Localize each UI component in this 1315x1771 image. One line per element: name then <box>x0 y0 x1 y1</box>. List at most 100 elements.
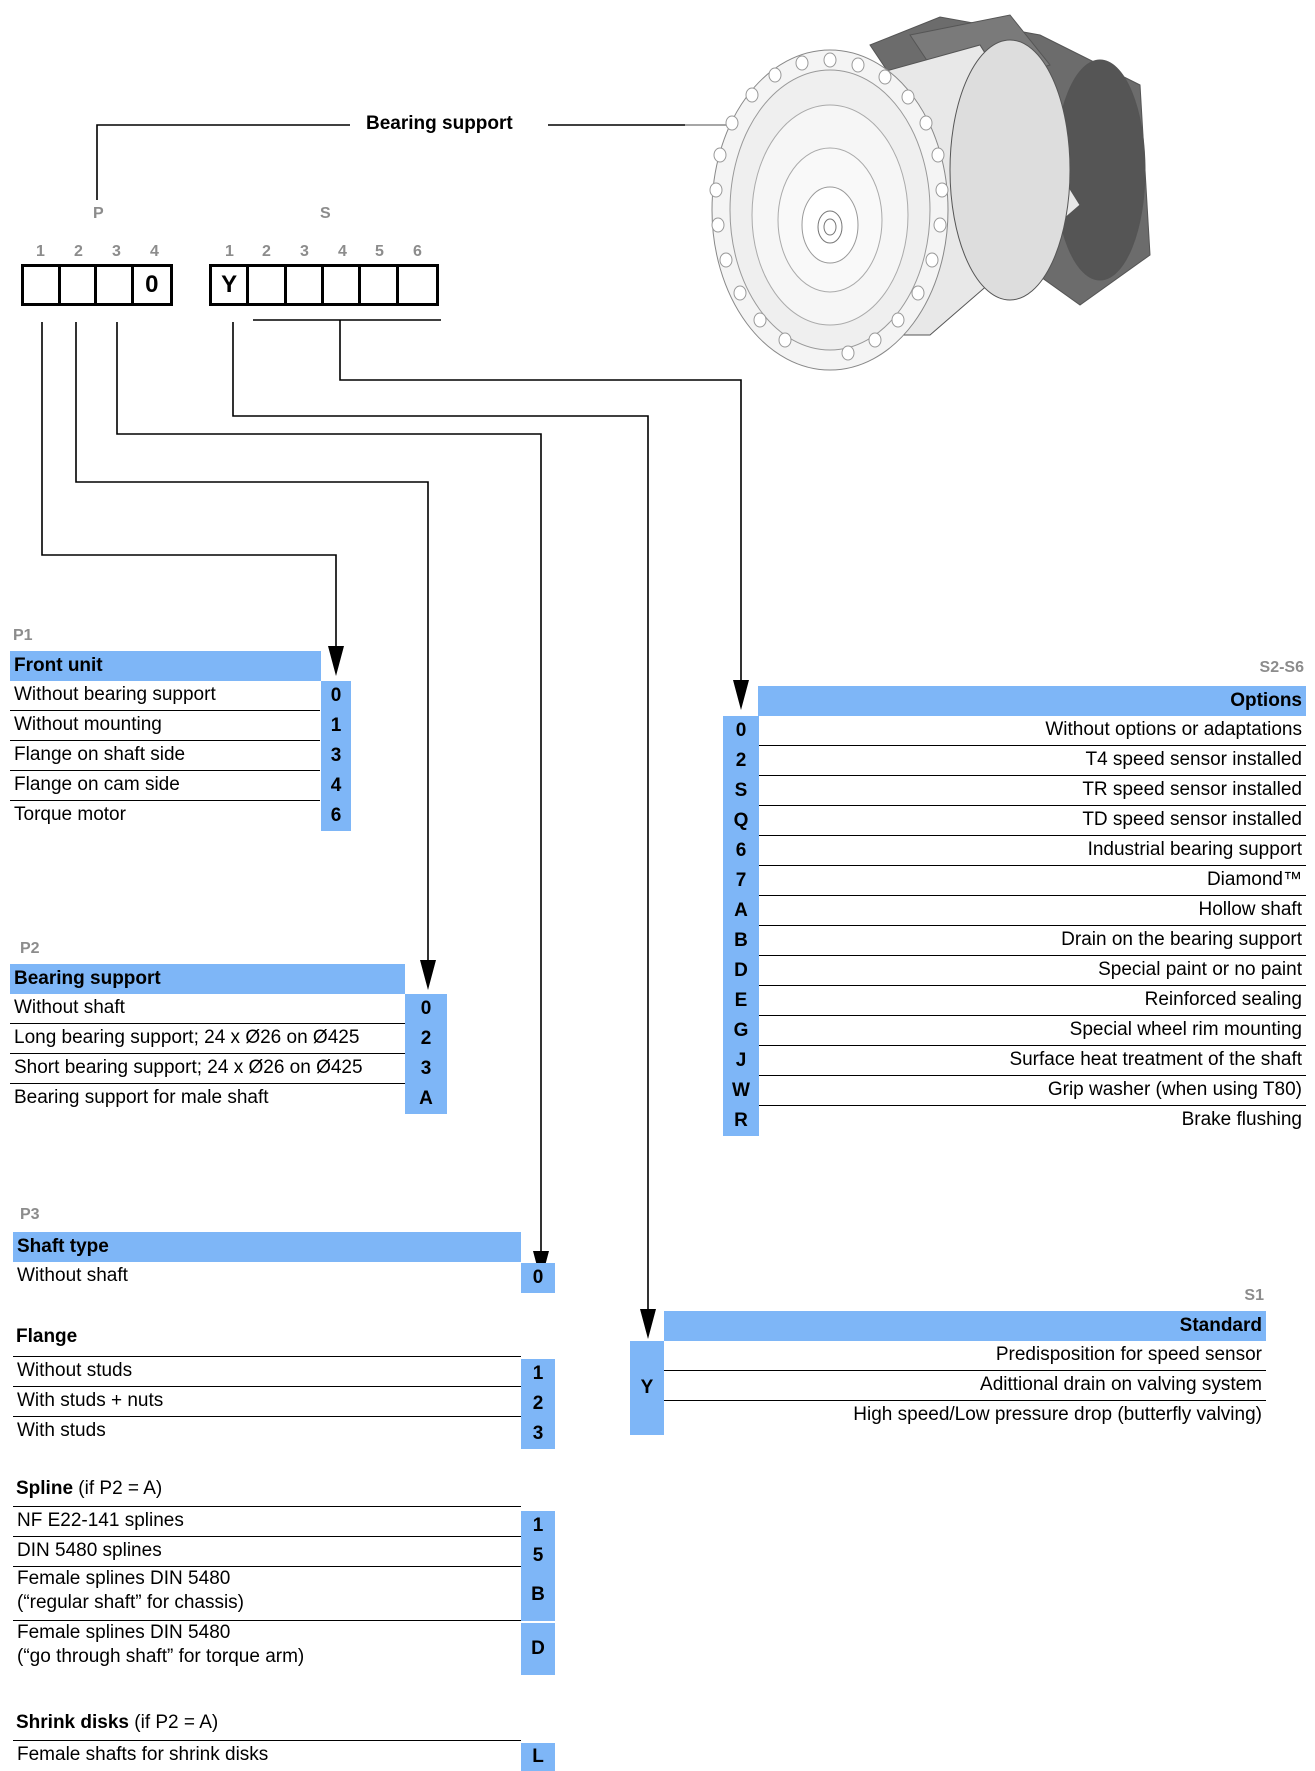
s2s6-row-text: TR speed sensor installed <box>759 776 1306 806</box>
s-position: 5 <box>375 243 384 260</box>
p2-row-code: 0 <box>405 994 447 1024</box>
s2s6-row-code: Q <box>723 806 759 836</box>
shrink-row-text: Female shafts for shrink disks <box>17 1744 269 1765</box>
s2s6-row-code: 6 <box>723 836 759 866</box>
p1-row-text: Flange on cam side <box>10 771 320 801</box>
p1-header: Front unit <box>10 651 321 681</box>
s-code-cell <box>399 267 436 303</box>
s2s6-row-text: Special wheel rim mounting <box>759 1016 1306 1046</box>
spline-row-code: B <box>521 1569 555 1621</box>
group-label-s: S <box>320 205 331 222</box>
spline-row-text: NF E22-141 splines <box>13 1507 521 1537</box>
p1-row-text: Without mounting <box>10 711 320 741</box>
p-position: 1 <box>36 243 45 260</box>
s-position: 1 <box>225 243 234 260</box>
p1-label: P1 <box>13 627 33 644</box>
group-label-p: P <box>93 205 104 222</box>
p3-header: Shaft type <box>13 1232 521 1262</box>
s2s6-row-code: D <box>723 956 759 986</box>
shrink-title: Shrink disks (if P2 = A) <box>16 1712 218 1734</box>
s2s6-row-code: A <box>723 896 759 926</box>
spline-row-code: 5 <box>521 1541 555 1571</box>
s2s6-row-code: W <box>723 1076 759 1106</box>
spline-note: (if P2 = A) <box>73 1478 163 1499</box>
p2-row-code: 3 <box>405 1054 447 1084</box>
s2s6-row-code: 7 <box>723 866 759 896</box>
p2-label: P2 <box>20 940 40 957</box>
s-code-cell <box>324 267 362 303</box>
s-position: 6 <box>413 243 422 260</box>
flange-row-text: With studs + nuts <box>13 1387 521 1417</box>
flange-row-code: 1 <box>521 1359 555 1389</box>
p1-row-code: 1 <box>321 711 351 741</box>
shrink-top-rule <box>13 1740 521 1741</box>
s2s6-row-code: B <box>723 926 759 956</box>
spline-row-text-2: (“regular shaft” for chassis) <box>17 1592 245 1613</box>
p2-row-text: Short bearing support; 24 x Ø26 on Ø425 <box>10 1054 405 1084</box>
flange-top-rule <box>13 1356 521 1357</box>
s2s6-row-text: Drain on the bearing support <box>759 926 1306 956</box>
spline-row-code: 1 <box>521 1511 555 1541</box>
spline-row-text: Female splines DIN 5480 <box>17 1622 231 1643</box>
p1-row-text: Flange on shaft side <box>10 741 320 771</box>
s2s6-label: S2-S6 <box>1259 659 1304 676</box>
p1-row-code: 4 <box>321 771 351 801</box>
s-code-cell <box>287 267 325 303</box>
shrink-title-text: Shrink disks <box>16 1712 129 1733</box>
s2s6-row-code: R <box>723 1106 759 1136</box>
s-position: 3 <box>300 243 309 260</box>
s-code-cell: Y <box>212 267 250 303</box>
s2s6-row-code: E <box>723 986 759 1016</box>
spline-row-code: D <box>521 1623 555 1675</box>
p-code-box: 0 <box>21 264 173 306</box>
flange-row-code: 2 <box>521 1389 555 1419</box>
s1-row: High speed/Low pressure drop (butterfly … <box>853 1404 1262 1425</box>
spline-row-text: DIN 5480 splines <box>13 1537 521 1567</box>
p-position: 3 <box>112 243 121 260</box>
p2-row-code: A <box>405 1084 447 1114</box>
s2s6-row-code: J <box>723 1046 759 1076</box>
p-code-cell <box>61 267 98 303</box>
spline-title: Spline (if P2 = A) <box>16 1478 162 1500</box>
s-code-box: Y <box>209 264 439 306</box>
s2s6-row-text: TD speed sensor installed <box>759 806 1306 836</box>
p2-row-code: 2 <box>405 1024 447 1054</box>
p3-shaft-row-text: Without shaft <box>17 1265 128 1286</box>
s1-row: Adittional drain on valving system <box>664 1371 1266 1401</box>
p1-row-text: Torque motor <box>14 804 126 825</box>
s2s6-row-text: Brake flushing <box>1181 1109 1302 1130</box>
spline-title-text: Spline <box>16 1478 74 1499</box>
bearing-support-title: Bearing support <box>366 113 513 134</box>
s-position: 4 <box>338 243 347 260</box>
spline-row-text: Female splines DIN 5480 <box>17 1568 231 1589</box>
s2s6-header: Options <box>758 686 1306 716</box>
s-position: 2 <box>262 243 271 260</box>
p3-shaft-row-code: 0 <box>521 1263 555 1293</box>
p-code-cell <box>24 267 61 303</box>
flange-title: Flange <box>16 1326 78 1347</box>
shrink-note: (if P2 = A) <box>129 1712 219 1733</box>
s2s6-row-text: Diamond™ <box>759 866 1306 896</box>
p1-row-code: 6 <box>321 801 351 831</box>
s2s6-row-code: 0 <box>723 716 759 746</box>
s2s6-row-text: Without options or adaptations <box>759 716 1306 746</box>
s1-code: Y <box>630 1341 664 1435</box>
p1-row-code: 0 <box>321 681 351 711</box>
flange-row-text: Without studs <box>13 1357 521 1387</box>
s2s6-row-code: 2 <box>723 746 759 776</box>
s2s6-row-text: Reinforced sealing <box>759 986 1306 1016</box>
p-position: 2 <box>74 243 83 260</box>
spline-row-text-2: (“go through shaft” for torque arm) <box>17 1646 305 1667</box>
hydraulic-motor-illustration <box>709 14 1151 371</box>
p-code-cell: 0 <box>145 271 159 298</box>
s-code-cell <box>361 267 399 303</box>
s1-label: S1 <box>1244 1287 1264 1304</box>
flange-row-code: 3 <box>521 1419 555 1449</box>
p2-row-text: Without shaft <box>10 994 405 1024</box>
s2s6-row-text: Industrial bearing support <box>759 836 1306 866</box>
s2s6-row-code: S <box>723 776 759 806</box>
s2s6-row-text: T4 speed sensor installed <box>759 746 1306 776</box>
p2-row-text: Bearing support for male shaft <box>14 1087 269 1108</box>
s2s6-row-text: Hollow shaft <box>759 896 1306 926</box>
s2s6-row-code: G <box>723 1016 759 1046</box>
